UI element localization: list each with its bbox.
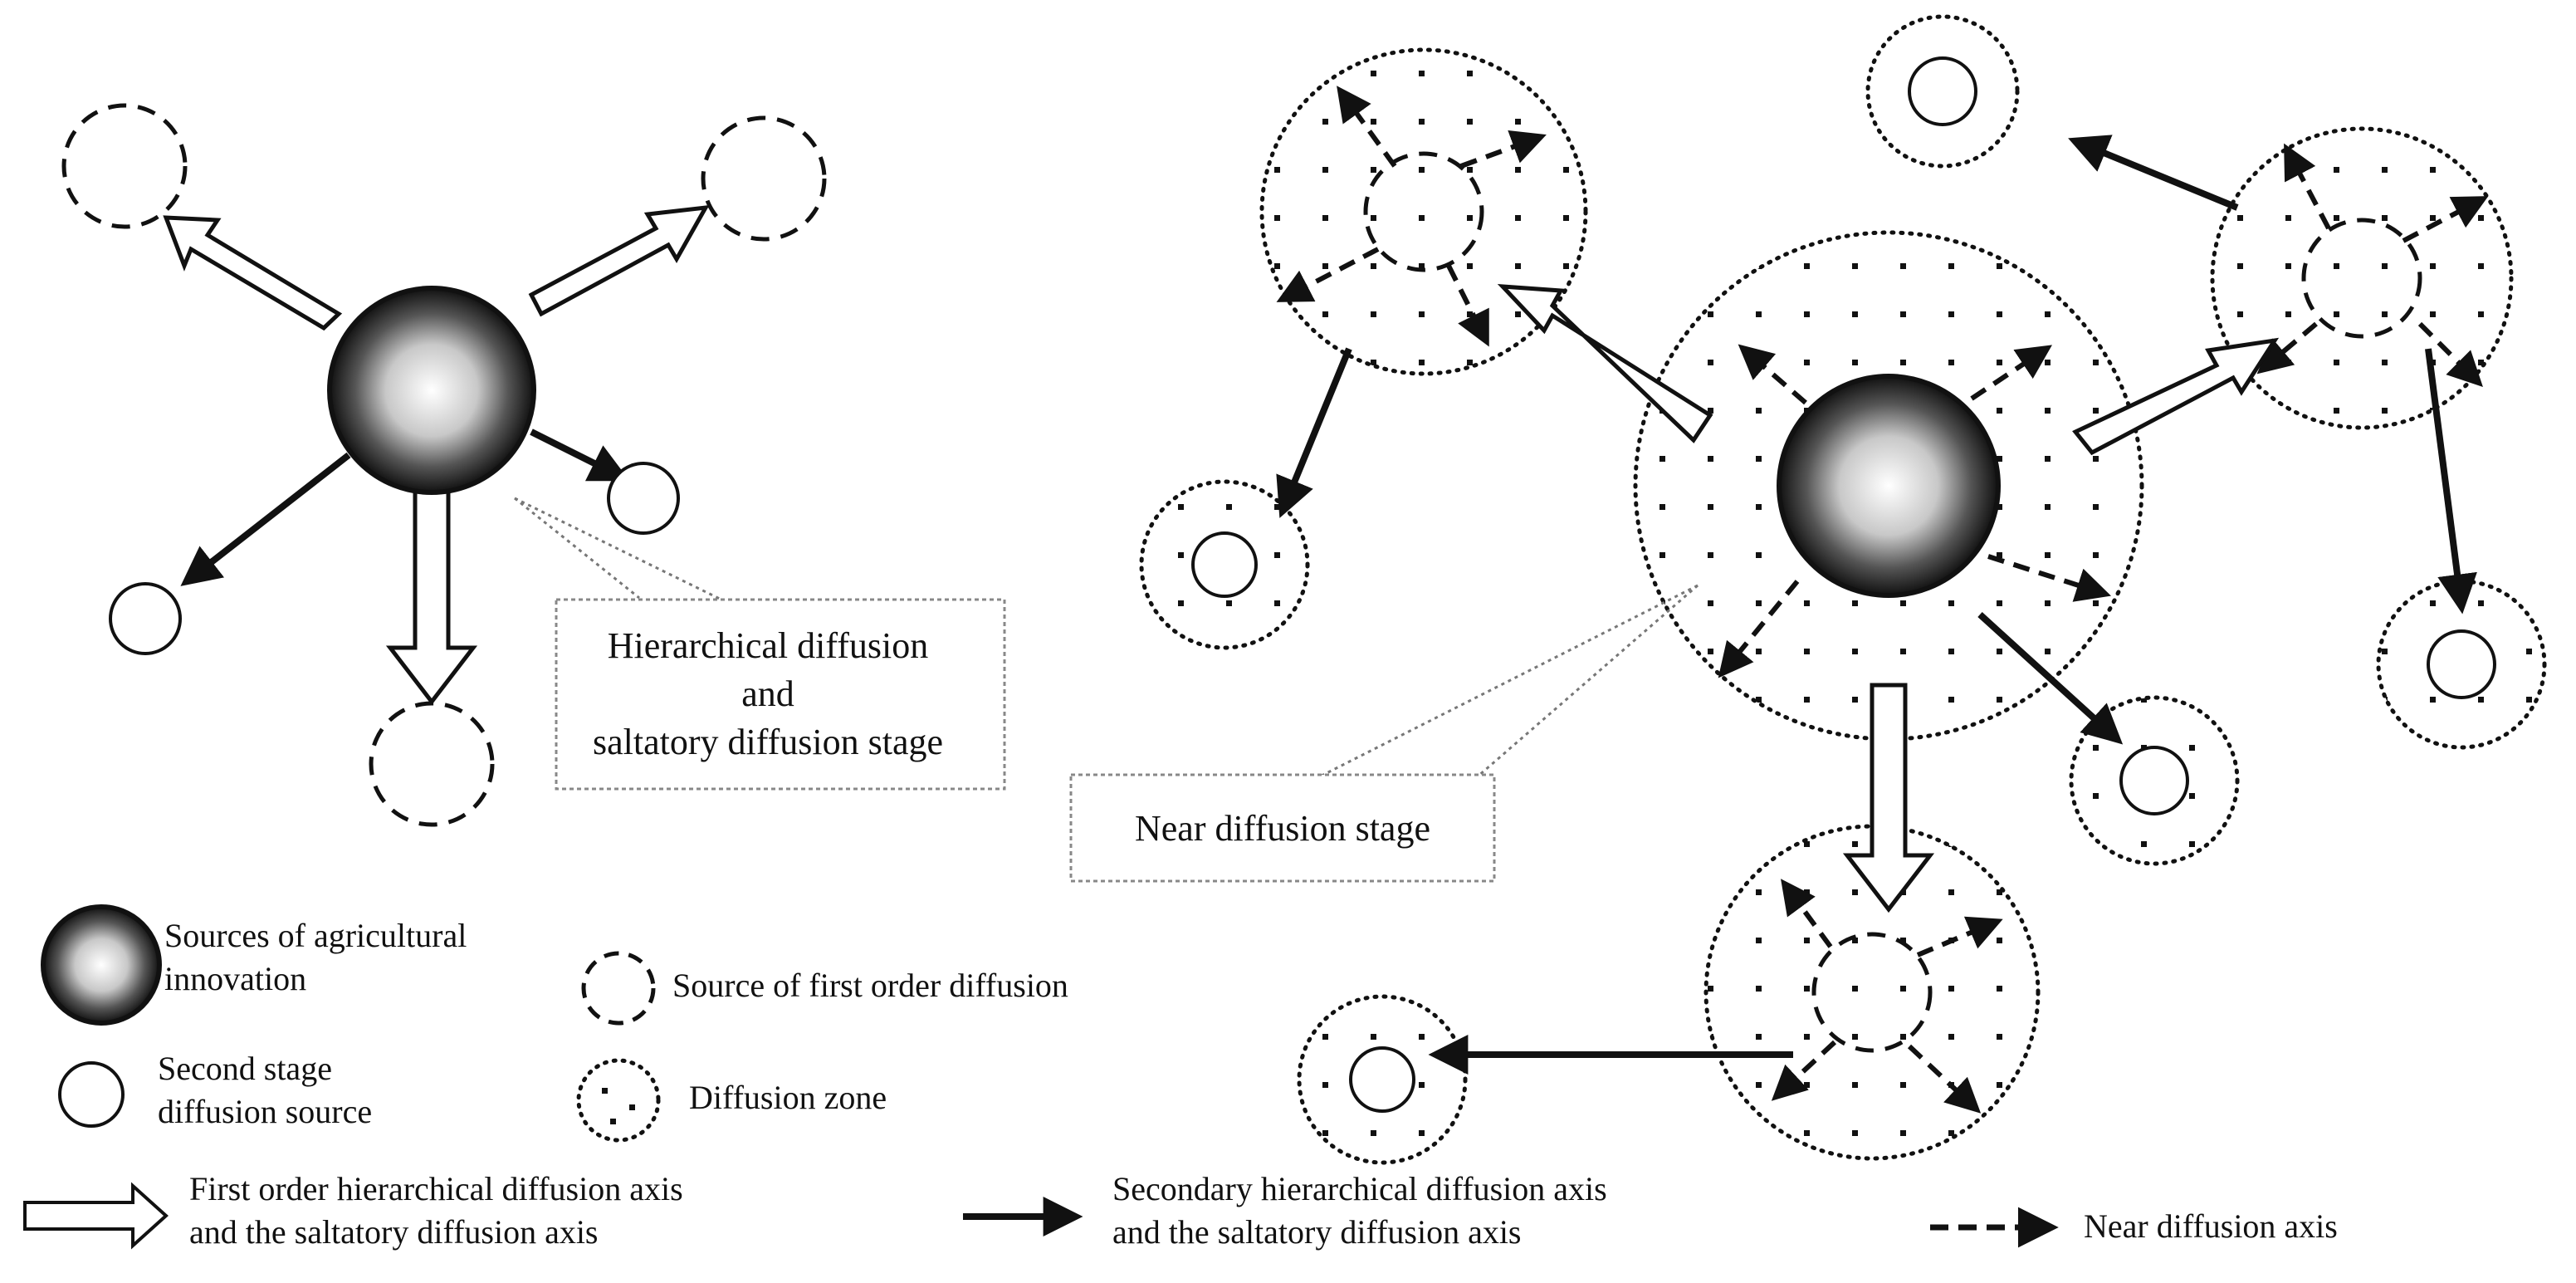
second-stage-source <box>2427 629 2496 699</box>
first-order-source <box>61 103 188 229</box>
first-order-source <box>369 701 495 827</box>
second-stage-source <box>1908 56 1977 126</box>
secondary-axis-arrow <box>2068 135 2239 211</box>
second-stage-source <box>607 462 680 535</box>
diffusion-zone <box>2210 126 2514 430</box>
legend-axis-first-label-2: and the saltatory diffusion axis <box>189 1213 599 1251</box>
secondary-axis-arrow-left <box>180 452 351 586</box>
near-diffusion-arrow <box>1738 344 1807 405</box>
legend-second-stage-label: Second stage <box>158 1050 332 1087</box>
second-stage-source <box>109 582 182 655</box>
near-diffusion-arrow <box>1337 86 1397 168</box>
near-diffusion-arrow <box>2256 321 2318 375</box>
near-diffusion-arrow <box>2417 321 2483 387</box>
secondary-axis-arrow <box>1276 347 1352 518</box>
legend: Sources of agricultural innovation Sourc… <box>23 904 2338 1251</box>
near-diffusion-arrow <box>1970 345 2052 401</box>
second-stage-source <box>2119 746 2189 815</box>
legend-sources-label-2: innovation <box>164 960 306 997</box>
first-order-axis-arrow <box>2072 337 2280 456</box>
near-diffusion-arrow <box>1459 130 1547 169</box>
first-order-source <box>1811 932 1933 1053</box>
near-diffusion-arrow <box>1771 1040 1837 1101</box>
legend-first-order-label: Source of first order diffusion <box>672 967 1068 1004</box>
legend-axis-secondary-label: Secondary hierarchical diffusion axis <box>1112 1170 1607 1207</box>
stage-label-box <box>555 598 1006 791</box>
legend-second-stage-label-2: diffusion source <box>158 1093 372 1130</box>
second-stage-source <box>1191 531 1258 598</box>
legend-axis-secondary-label-2: and the saltatory diffusion axis <box>1112 1213 1522 1251</box>
first-order-source <box>1363 151 1484 272</box>
stage-leader-line <box>1319 584 1699 778</box>
near-diffusion-arrow <box>1781 879 1833 948</box>
near-diffusion-arrow <box>1276 247 1380 302</box>
secondary-axis-arrow-right <box>530 428 630 482</box>
legend-second-stage-swatch <box>58 1061 125 1128</box>
near-diffusion-arrow <box>1446 264 1489 347</box>
stage-label-near: Near diffusion stage <box>1135 808 1430 849</box>
legend-first-order-swatch <box>581 951 656 1026</box>
near-diffusion-stage-group: Near diffusion stage <box>1069 14 2547 1165</box>
hierarchical-stage-group: Hierarchical diffusion and saltatory dif… <box>61 103 1006 827</box>
stage-leader-line <box>514 497 727 604</box>
diffusion-zone <box>1259 47 1588 376</box>
secondary-axis-arrow <box>2425 348 2477 615</box>
near-diffusion-arrow <box>2402 196 2489 243</box>
agricultural-innovation-source <box>1777 374 2001 598</box>
stage-label-line1: Hierarchical diffusion <box>608 625 928 666</box>
legend-zone-swatch <box>576 1058 661 1143</box>
first-order-source <box>701 115 827 242</box>
legend-source-swatch <box>41 904 162 1026</box>
secondary-axis-arrow <box>1977 612 2124 745</box>
first-order-axis-arrow <box>1842 683 1935 913</box>
near-diffusion-arrow <box>1907 1044 1982 1114</box>
agricultural-innovation-source <box>327 286 536 495</box>
near-diffusion-arrow <box>1718 580 1800 678</box>
first-order-axis-arrow-upright <box>528 204 710 317</box>
legend-zone-label: Diffusion zone <box>689 1079 887 1116</box>
legend-first-order-axis-swatch <box>23 1182 169 1250</box>
stage-label-line3: saltatory diffusion stage <box>593 722 943 762</box>
diffusion-zone <box>1865 14 2020 169</box>
near-diffusion-arrow <box>2284 143 2331 230</box>
legend-axis-near-label: Near diffusion axis <box>2084 1207 2338 1245</box>
first-order-axis-arrow <box>1497 284 1713 443</box>
first-order-axis-arrow-down <box>385 483 478 706</box>
near-diffusion-arrow <box>1987 554 2111 602</box>
first-order-axis-arrow-upleft <box>163 215 343 331</box>
legend-axis-first-label: First order hierarchical diffusion axis <box>189 1170 683 1207</box>
legend-sources-label: Sources of agricultural <box>164 917 467 954</box>
first-order-source <box>2301 218 2422 339</box>
near-diffusion-arrow <box>1916 916 2003 957</box>
stage-label-box <box>1069 773 1496 883</box>
stage-label-line2: and <box>741 673 794 714</box>
second-stage-source <box>1349 1046 1415 1113</box>
